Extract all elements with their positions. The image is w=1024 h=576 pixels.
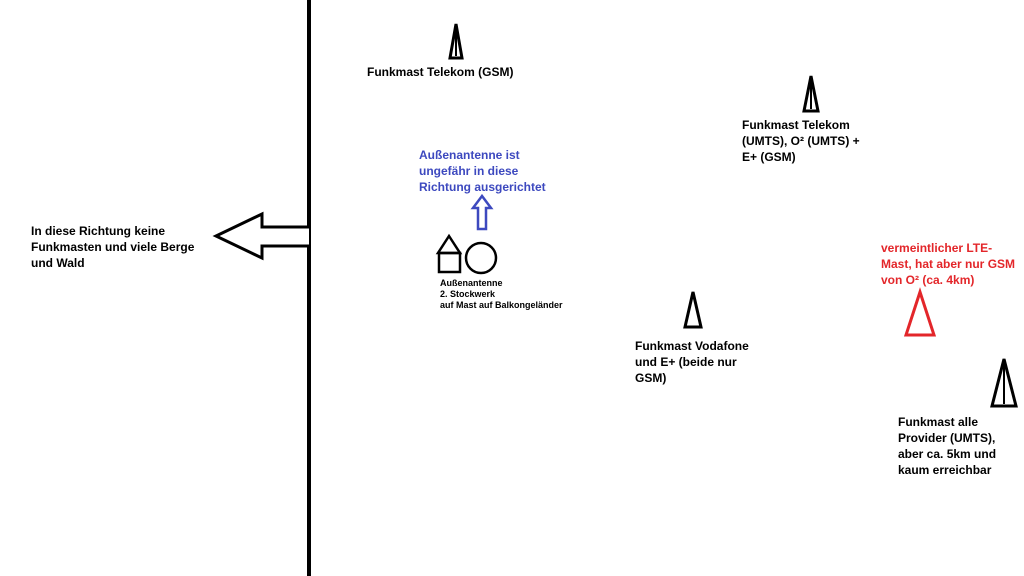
tower-icon xyxy=(802,75,820,113)
left-area-label: In diese Richtung keine Funkmasten und v… xyxy=(31,224,195,270)
tower-label-telekom-umts: Funkmast Telekom (UMTS), O² (UMTS) + E+ … xyxy=(742,118,860,164)
tower-icon xyxy=(683,291,703,329)
house-antenna-icon xyxy=(435,233,498,275)
tower-label-alle-provider: Funkmast alle Provider (UMTS), aber ca. … xyxy=(898,415,997,477)
tower-icon xyxy=(903,287,937,337)
tower-icon xyxy=(990,358,1018,408)
antenna-location-note: Außenantenne 2. Stockwerk auf Mast auf B… xyxy=(440,278,563,310)
tower-label-vodafone: Funkmast Vodafone und E+ (beide nur GSM) xyxy=(635,339,749,385)
tower-label-lte: vermeintlicher LTE- Mast, hat aber nur G… xyxy=(881,241,1016,287)
antenna-direction-arrow-icon xyxy=(470,193,494,231)
tower-icon xyxy=(448,23,464,60)
left-arrow-icon xyxy=(212,211,309,261)
tower-label-telekom-gsm: Funkmast Telekom (GSM) xyxy=(367,65,514,79)
antenna-direction-note: Außenantenne ist ungefähr in diese Richt… xyxy=(419,148,546,194)
